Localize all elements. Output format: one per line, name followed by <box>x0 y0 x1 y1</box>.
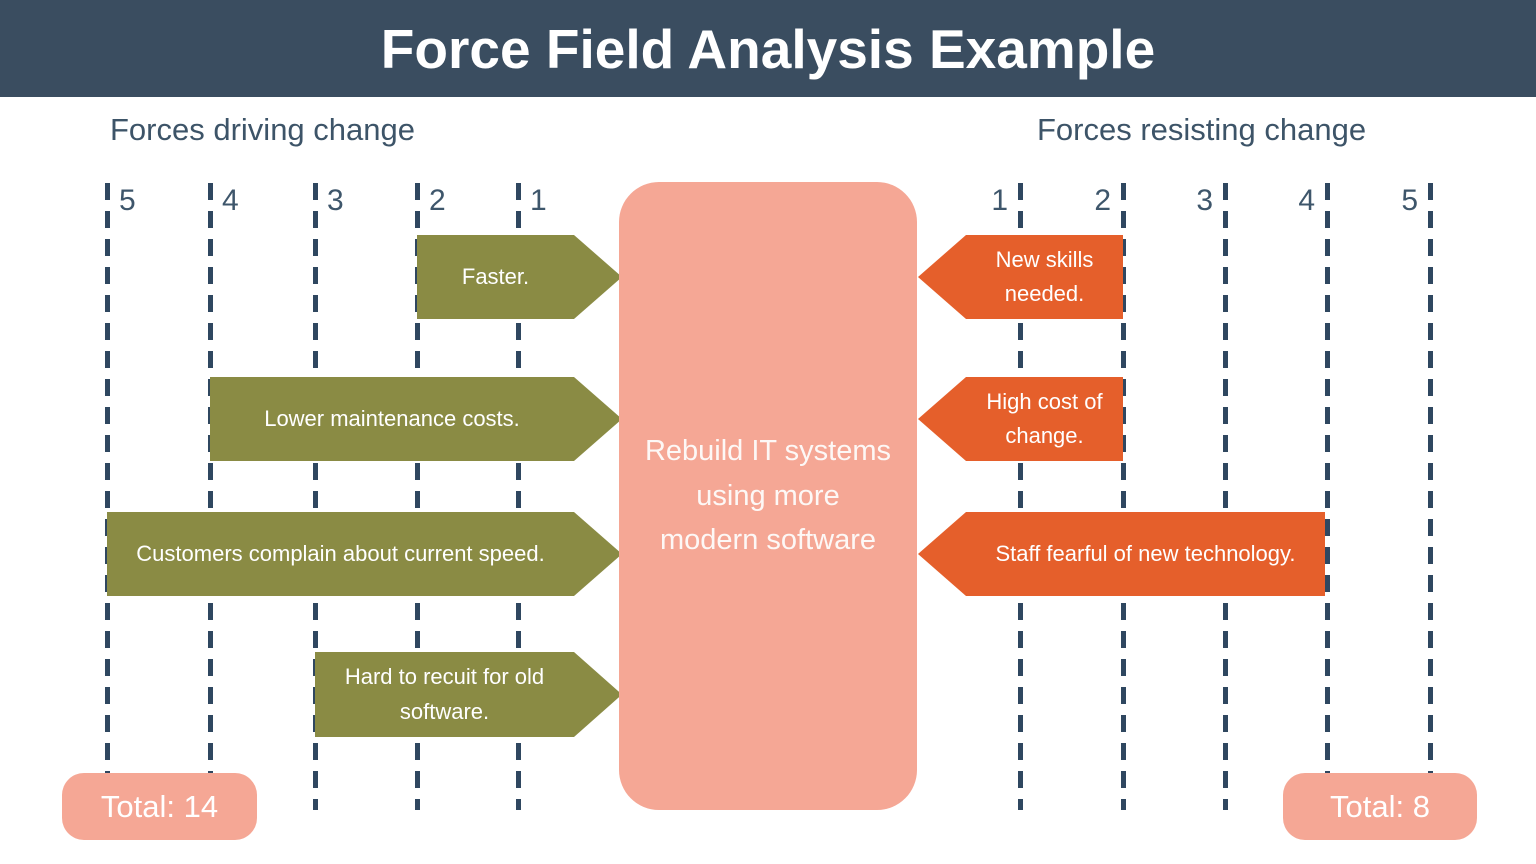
resisting-force-label: New skills needed. <box>995 246 1094 306</box>
change-proposal-line: Rebuild IT systems <box>644 434 892 467</box>
driving-force-label: Customers complain about current speed. <box>136 540 545 566</box>
scale-line-left-1 <box>516 183 521 810</box>
scale-line-right-3 <box>1223 183 1228 810</box>
scale-tick-label-left-1: 1 <box>530 184 547 217</box>
scale-line-left-2 <box>415 183 420 810</box>
driving-force-arrow-customers: Customers complain about current speed. <box>107 512 622 596</box>
page-title: Force Field Analysis Example <box>380 17 1156 80</box>
driving-force-arrow-faster: Faster. <box>417 235 622 319</box>
driving-force-arrow-maintenance: Lower maintenance costs. <box>210 377 622 461</box>
scale-tick-label-left-2: 2 <box>429 184 446 217</box>
scale-tick-label-right-5: 5 <box>1401 184 1418 217</box>
scale-tick-label-right-4: 4 <box>1298 184 1315 217</box>
resisting-force-label: Staff fearful of new technology. <box>995 540 1296 566</box>
scale-line-left-4 <box>208 183 213 810</box>
scale-line-right-2 <box>1121 183 1126 810</box>
change-proposal-line: modern software <box>660 524 876 557</box>
driving-force-label: Faster. <box>461 263 530 289</box>
change-proposal-line: using more <box>696 479 840 512</box>
driving-force-arrow-recruit: Hard to recuit for old software. <box>315 652 622 737</box>
scale-tick-label-left-4: 4 <box>222 184 239 217</box>
driving-total-badge: Total: 14 <box>62 773 257 840</box>
scale-line-right-5 <box>1428 183 1433 810</box>
resisting-force-arrow-cost: High cost of change. <box>918 377 1123 461</box>
driving-forces-heading: Forces driving change <box>110 112 415 147</box>
resisting-total-badge: Total: 8 <box>1283 773 1477 840</box>
scale-line-right-4 <box>1325 183 1330 810</box>
change-proposal-box: Rebuild IT systems using more modern sof… <box>619 182 917 810</box>
driving-force-label: Hard to recuit for old software. <box>344 664 545 724</box>
resisting-force-arrow-skills: New skills needed. <box>918 235 1123 319</box>
scale-tick-label-right-3: 3 <box>1196 184 1213 217</box>
scale-tick-label-right-1: 1 <box>991 184 1008 217</box>
scale-tick-label-left-5: 5 <box>119 184 136 217</box>
driving-force-label: Lower maintenance costs. <box>264 405 520 431</box>
resisting-force-arrow-staff: Staff fearful of new technology. <box>918 512 1325 596</box>
resisting-forces-heading: Forces resisting change <box>1037 112 1367 147</box>
scale-line-left-3 <box>313 183 318 810</box>
scale-line-left-5 <box>105 183 110 810</box>
resisting-force-label: High cost of change. <box>986 388 1103 448</box>
header-bar: Force Field Analysis Example <box>0 0 1536 97</box>
scale-tick-label-right-2: 2 <box>1094 184 1111 217</box>
scale-tick-label-left-3: 3 <box>327 184 344 217</box>
scale-line-right-1 <box>1018 183 1023 810</box>
